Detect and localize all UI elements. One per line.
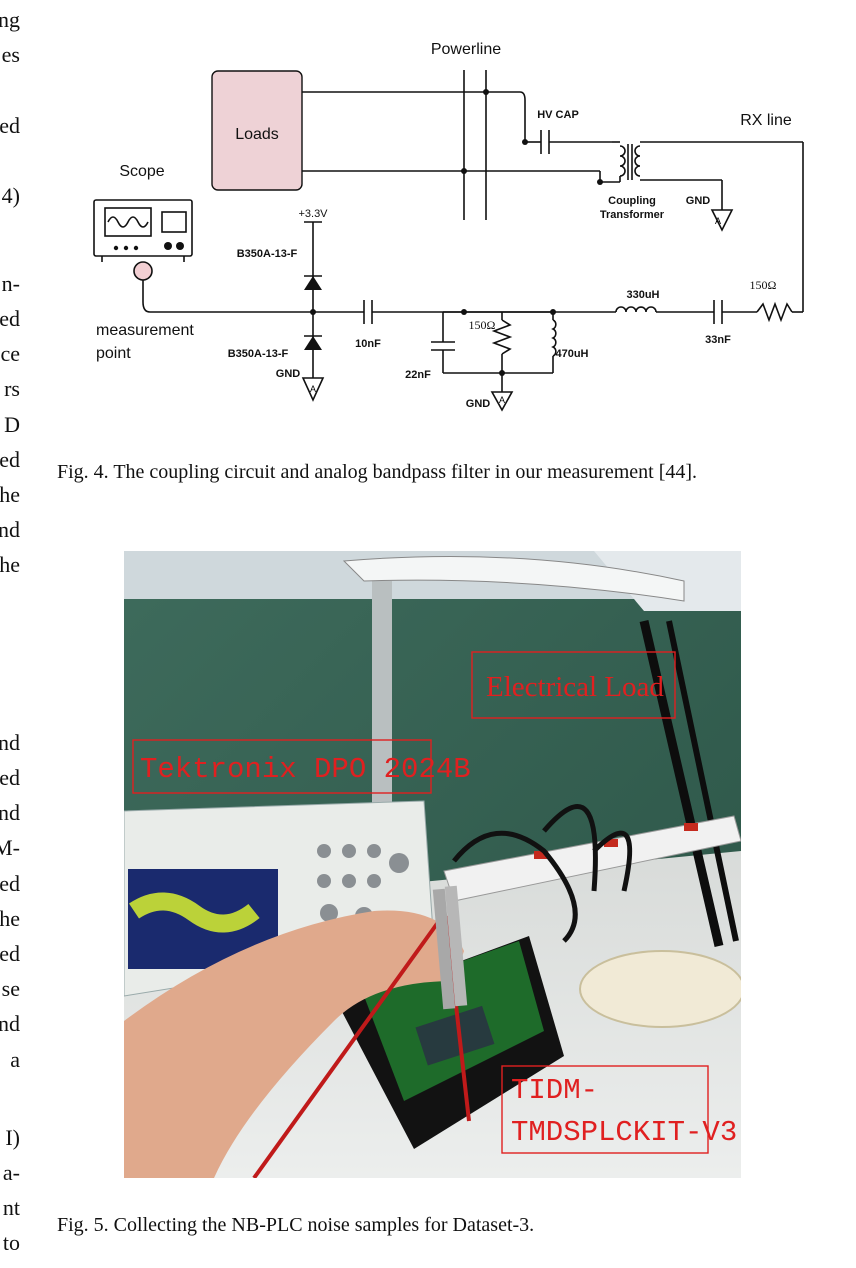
label-gnd: GND bbox=[466, 398, 491, 410]
text-fragment: ed bbox=[0, 871, 20, 896]
text-fragment: nd bbox=[0, 517, 20, 542]
label-scope: Scope bbox=[119, 163, 164, 180]
label-22nf: 22nF bbox=[405, 369, 431, 381]
lab-setup-photo: Electrical Load Tektronix DPO 2024B TIDM… bbox=[124, 551, 741, 1178]
annotation-tidm: TIDM- bbox=[511, 1074, 598, 1107]
svg-text:A: A bbox=[499, 395, 505, 405]
annotation-electrical-load: Electrical Load bbox=[486, 671, 664, 703]
annotation-tektronix: Tektronix DPO 2024B bbox=[140, 753, 471, 786]
annotation-tmdsplckit: TMDSPLCKIT-V3 bbox=[511, 1116, 737, 1149]
svg-text:A: A bbox=[715, 216, 721, 226]
annotation-box-tektronix bbox=[132, 739, 432, 794]
text-fragment: es bbox=[1, 42, 20, 67]
text-fragment: he bbox=[0, 482, 20, 507]
figure-5-caption: Fig. 5. Collecting the NB-PLC noise samp… bbox=[57, 1214, 535, 1236]
text-fragment: nd bbox=[0, 1011, 20, 1036]
label-330uh: 330uH bbox=[626, 289, 659, 301]
text-fragment: nd bbox=[0, 730, 20, 755]
text-fragment: ed bbox=[0, 447, 20, 472]
coupling-circuit-diagram: A A A Powerline Loads HV CAP RX line Sco… bbox=[93, 41, 804, 412]
text-fragment: he bbox=[0, 552, 20, 577]
figure-4-caption: Fig. 4. The coupling circuit and analog … bbox=[57, 461, 698, 483]
annotation-box-electrical-load bbox=[471, 651, 676, 719]
text-fragment: I) bbox=[5, 1125, 20, 1150]
text-fragment: rs bbox=[4, 376, 20, 401]
text-fragment: D bbox=[4, 412, 20, 437]
text-fragment: to bbox=[2, 1230, 20, 1255]
text-fragment: nd bbox=[0, 800, 20, 825]
loads-box bbox=[211, 70, 303, 191]
text-fragment: ng bbox=[0, 7, 20, 32]
text-fragment: 4) bbox=[1, 183, 20, 208]
label-measurement: measurement bbox=[96, 322, 194, 339]
left-column-text: ng es ed 4) n- ed ce rs D ed he nd he nd… bbox=[0, 0, 22, 1268]
label-coupling: Coupling bbox=[608, 195, 656, 207]
label-gnd: GND bbox=[276, 368, 301, 380]
text-fragment: he bbox=[0, 906, 20, 931]
label-gnd: GND bbox=[686, 195, 711, 207]
text-fragment: M- bbox=[0, 835, 20, 860]
label-10nf: 10nF bbox=[355, 338, 381, 350]
text-fragment: ed bbox=[0, 306, 20, 331]
text-fragment: ed bbox=[0, 113, 20, 138]
text-fragment: a- bbox=[2, 1160, 20, 1185]
annotation-box-tidm bbox=[501, 1065, 709, 1154]
text-fragment: n- bbox=[1, 271, 20, 296]
text-fragment: ce bbox=[0, 341, 20, 366]
label-33nf: 33nF bbox=[705, 334, 731, 346]
label-powerline: Powerline bbox=[431, 41, 501, 58]
label-point: point bbox=[96, 345, 131, 362]
text-fragment: nt bbox=[2, 1195, 20, 1220]
label-470uh: 470uH bbox=[555, 348, 588, 360]
text-fragment: se bbox=[1, 976, 20, 1001]
label-150ohm: 150Ω bbox=[750, 278, 777, 292]
text-fragment: a bbox=[10, 1047, 20, 1072]
label-diode-top: B350A-13-F bbox=[237, 248, 298, 260]
svg-text:A: A bbox=[310, 384, 316, 394]
label-transformer: Transformer bbox=[600, 209, 665, 221]
label-rx-line: RX line bbox=[740, 112, 792, 129]
label-3v3: +3.3V bbox=[298, 208, 328, 220]
text-fragment: ed bbox=[0, 765, 20, 790]
text-fragment: ed bbox=[0, 941, 20, 966]
label-diode-bottom: B350A-13-F bbox=[228, 348, 289, 360]
label-hv-cap: HV CAP bbox=[537, 109, 579, 121]
label-150ohm: 150Ω bbox=[469, 318, 496, 332]
label-loads: Loads bbox=[235, 126, 279, 143]
